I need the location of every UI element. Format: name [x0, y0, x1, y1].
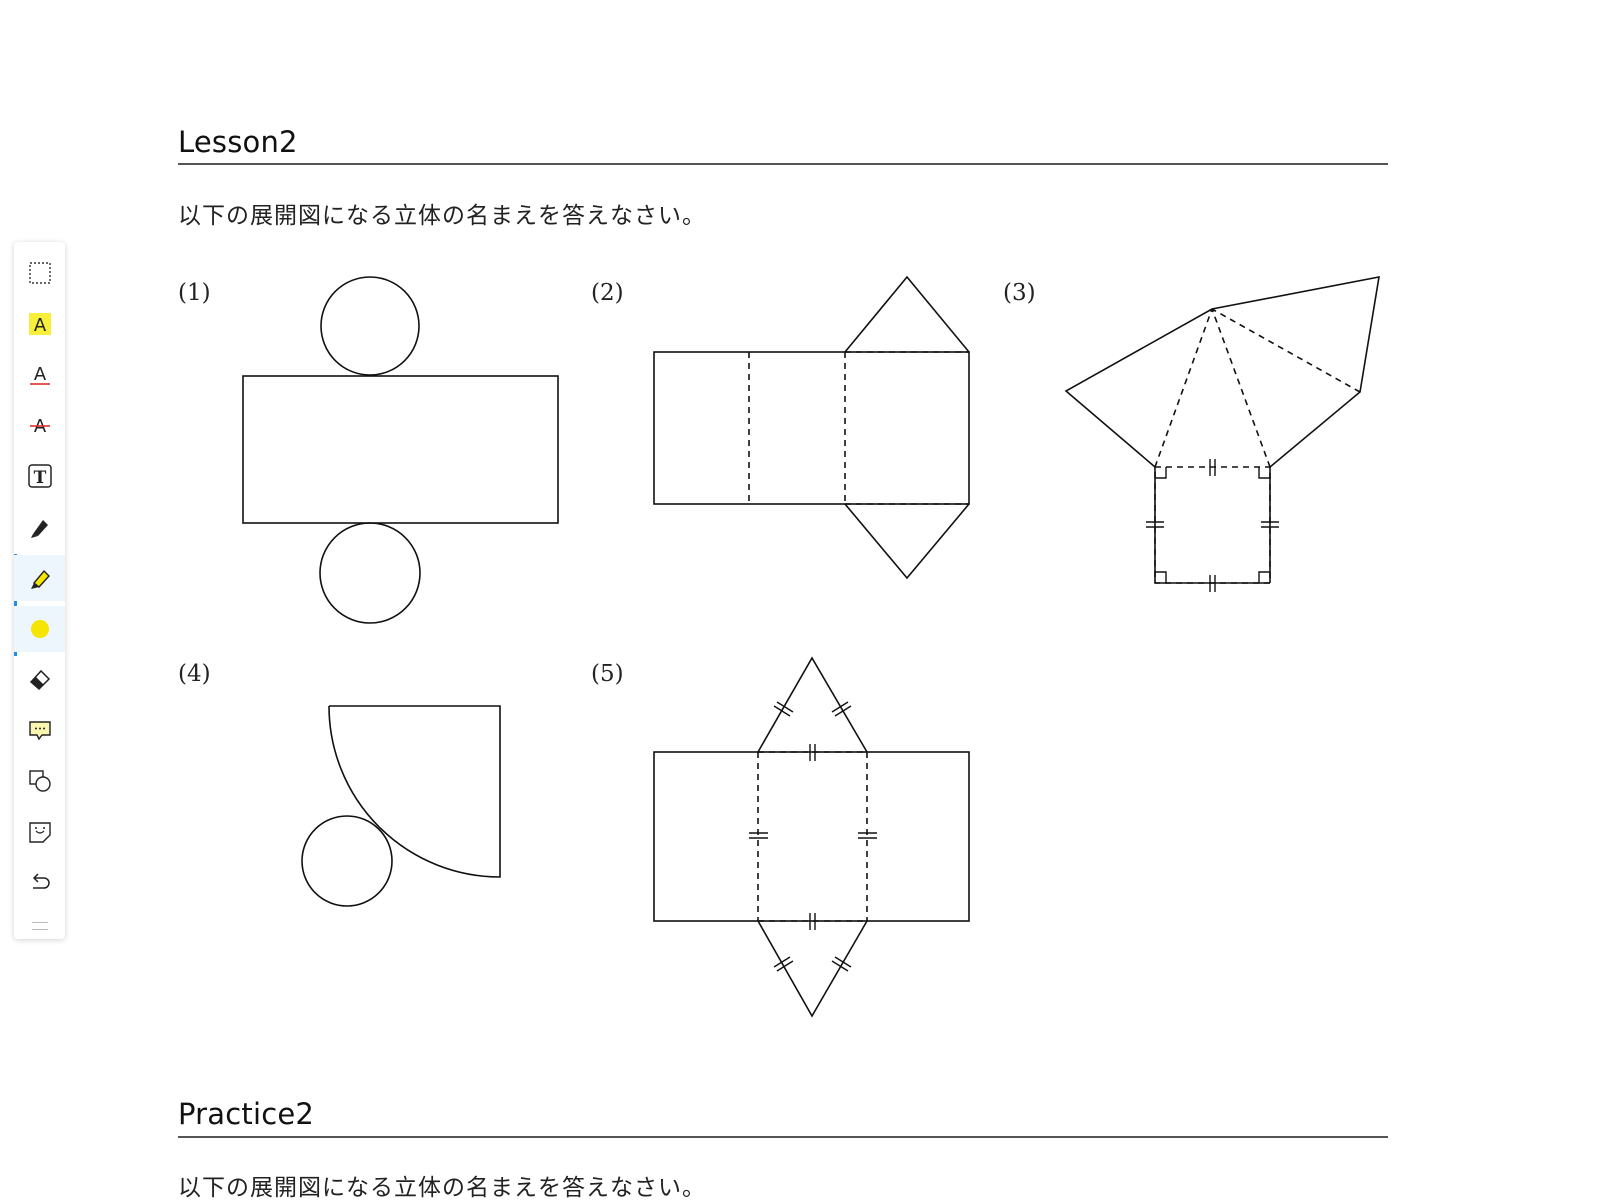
svg-text:T: T: [33, 468, 46, 488]
sticker-icon: [28, 822, 51, 843]
active-tool-indicator: [14, 554, 17, 656]
comment-button[interactable]: [14, 707, 65, 753]
lesson-instruction: 以下の展開図になる立体の名まえを答えなさい。: [178, 203, 706, 229]
pen-button[interactable]: [14, 504, 65, 550]
annotation-toolbar: A A A T: [14, 242, 65, 939]
highlight-text-icon: A: [28, 313, 51, 336]
color-dot-icon: [30, 620, 49, 638]
figure-1-cylinder-net: [242, 276, 559, 624]
shapes-button[interactable]: [14, 758, 65, 804]
underline-text-icon: A: [29, 364, 50, 385]
underline-text-button[interactable]: A: [14, 352, 65, 398]
problem-number-2: (2): [591, 280, 624, 306]
svg-text:A: A: [33, 315, 46, 336]
toolbar-drag-handle[interactable]: [32, 922, 48, 930]
text-box-button[interactable]: T: [14, 453, 65, 499]
problem-number-4: (4): [178, 661, 211, 687]
sticker-button[interactable]: [14, 809, 65, 855]
dotted-rectangle-icon: [28, 262, 51, 284]
comment-icon: [28, 721, 51, 741]
strikethrough-text-icon: A: [29, 416, 50, 437]
svg-text:A: A: [33, 364, 46, 385]
highlighter-icon: [30, 569, 50, 589]
figure-2-prism-net: [653, 275, 970, 580]
problem-number-1: (1): [178, 280, 211, 306]
practice-title: Practice2: [178, 1097, 315, 1131]
undo-button[interactable]: [14, 860, 65, 906]
figure-4-cone-net: [301, 705, 501, 907]
undo-icon: [32, 873, 50, 889]
lesson-title: Lesson2: [178, 125, 298, 159]
pen-icon: [30, 520, 48, 538]
color-button[interactable]: [14, 606, 65, 652]
select-area-button[interactable]: [14, 250, 65, 296]
problem-number-5: (5): [591, 661, 624, 687]
eraser-button[interactable]: [14, 656, 65, 702]
strikethrough-text-button[interactable]: A: [14, 402, 65, 448]
practice-instruction: 以下の展開図になる立体の名まえを答えなさい。: [178, 1175, 706, 1201]
highlighter-button[interactable]: [14, 555, 65, 601]
text-box-icon: T: [27, 464, 52, 488]
figure-5-prism-net: [653, 656, 970, 1018]
eraser-icon: [29, 669, 50, 691]
highlight-text-button[interactable]: A: [14, 301, 65, 347]
problem-number-3: (3): [1003, 280, 1036, 306]
figure-3-pyramid-net: [1064, 275, 1380, 592]
practice-title-rule: [178, 1136, 1388, 1138]
lesson-title-rule: [178, 163, 1388, 165]
net-figures: [242, 275, 1380, 1018]
shapes-icon: [28, 770, 51, 792]
